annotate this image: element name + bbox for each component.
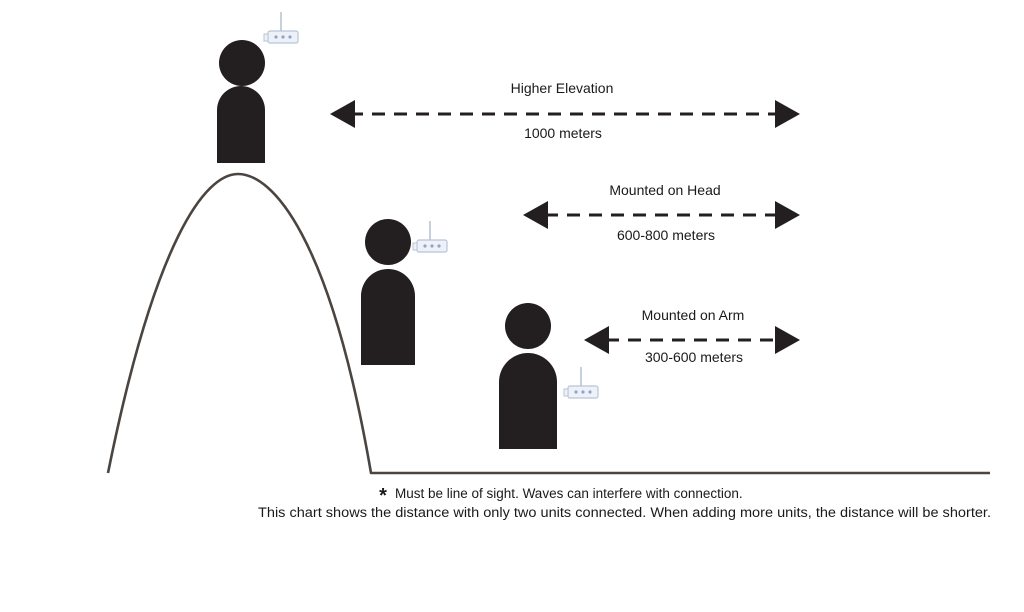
double-arrow-icon: [330, 100, 800, 128]
footnote-line-1: Must be line of sight. Waves can interfe…: [395, 486, 743, 501]
radio-transmitter-icon: [412, 221, 448, 253]
person-higher-elevation: [217, 12, 299, 163]
range-title: Mounted on Head: [609, 182, 720, 198]
range-mounted-on-arm: Mounted on Arm 300-600 meters: [584, 307, 800, 365]
person-mounted-on-head: [361, 219, 448, 365]
person-silhouette-icon: [361, 219, 415, 365]
range-title: Mounted on Arm: [642, 307, 745, 323]
range-distance: 1000 meters: [524, 125, 602, 141]
range-distance: 600-800 meters: [617, 227, 715, 243]
footnote-asterisk: *: [379, 485, 387, 507]
radio-transmitter-icon: [563, 367, 599, 399]
range-higher-elevation: Higher Elevation 1000 meters: [330, 80, 800, 141]
range-distance: 300-600 meters: [645, 349, 743, 365]
range-mounted-on-head: Mounted on Head 600-800 meters: [523, 182, 800, 243]
person-silhouette-icon: [217, 40, 265, 163]
footnote-line-2: This chart shows the distance with only …: [258, 505, 991, 520]
radio-transmitter-icon: [263, 12, 299, 44]
double-arrow-icon: [523, 201, 800, 229]
double-arrow-icon: [584, 326, 800, 354]
footnote: * Must be line of sight. Waves can inter…: [258, 485, 991, 520]
hill-terrain: [106, 172, 990, 475]
person-mounted-on-arm: [499, 303, 599, 449]
person-silhouette-icon: [499, 303, 557, 449]
range-title: Higher Elevation: [511, 80, 614, 96]
